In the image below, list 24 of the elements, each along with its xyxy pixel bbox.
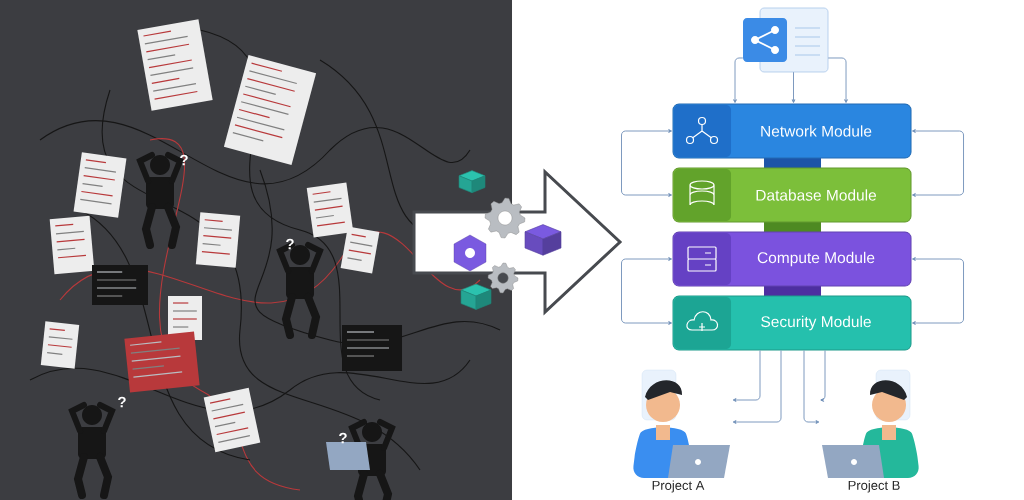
node-label: Project B [848, 480, 900, 493]
question-mark: ? [180, 154, 188, 166]
question-mark: ? [339, 432, 347, 444]
module-box: Database Module [672, 167, 912, 223]
module-box: Compute Module [672, 231, 912, 287]
arrow [732, 350, 782, 424]
developer-drawing: Project A [633, 369, 730, 493]
node-label: Project A [652, 480, 705, 493]
arrow [733, 57, 744, 103]
share-document-drawing [743, 7, 829, 73]
arrow [912, 257, 964, 325]
module-box: Security Module [672, 295, 912, 351]
arrow [820, 350, 826, 402]
question-mark: ? [286, 238, 294, 250]
developer-drawing: Project B [822, 369, 919, 493]
arrow [803, 350, 820, 424]
arrow [621, 257, 672, 325]
question-mark: ? [118, 396, 126, 408]
arrow [827, 57, 848, 103]
arrow [732, 350, 761, 402]
arrow [912, 129, 964, 197]
arrow [621, 129, 672, 197]
module-box: Network Module [672, 103, 912, 159]
arrow [791, 71, 796, 103]
